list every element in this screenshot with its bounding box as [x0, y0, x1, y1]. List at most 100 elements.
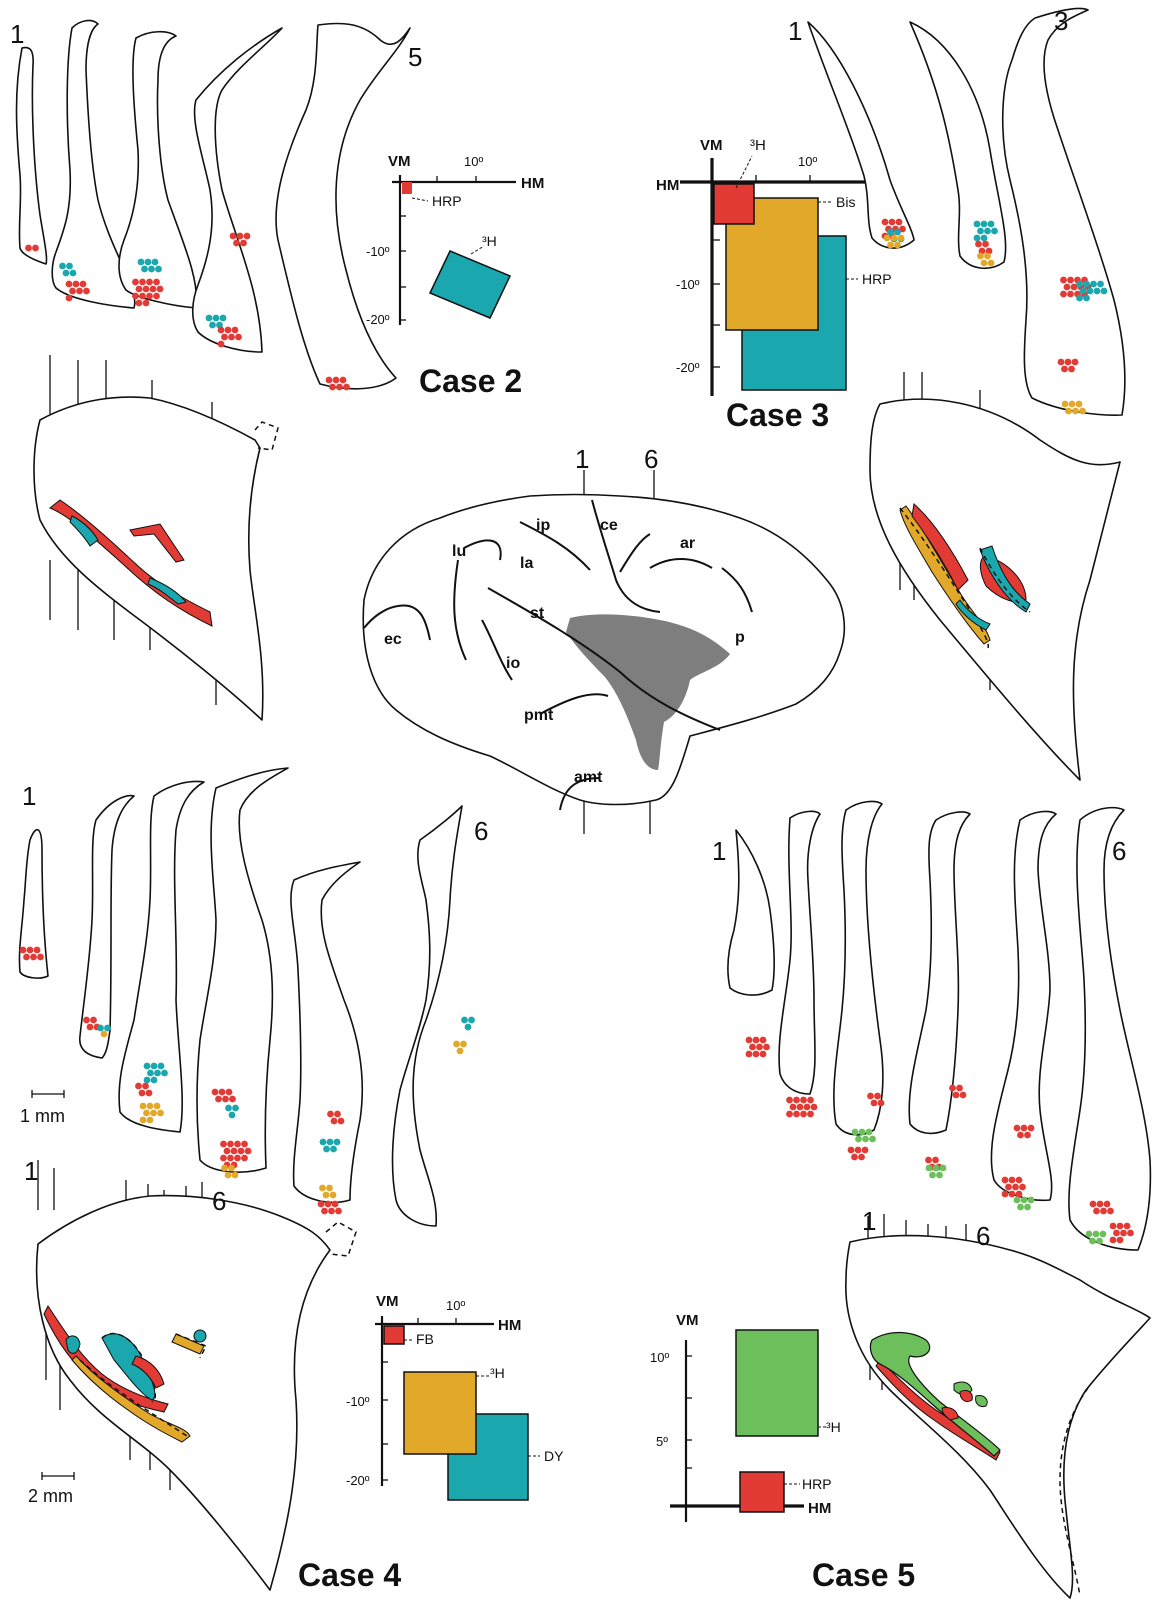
labeled-cell — [981, 235, 988, 242]
labeled-cell — [144, 1077, 151, 1084]
labeled-cell — [234, 1155, 241, 1162]
labeled-cell — [1086, 1231, 1093, 1238]
labeled-cell — [241, 1141, 248, 1148]
labeled-cell — [1100, 1231, 1107, 1238]
labeled-cell — [25, 245, 32, 252]
labeled-cell — [926, 1165, 933, 1172]
labeled-cell — [227, 1155, 234, 1162]
case5-flat-first: 1 — [862, 1206, 876, 1236]
labeled-cell — [1060, 291, 1067, 298]
labeled-cell — [334, 1111, 341, 1118]
labeled-cell — [136, 300, 143, 307]
labeled-cell — [1017, 1204, 1024, 1211]
labeled-cell — [1028, 1197, 1035, 1204]
labeled-cell — [220, 315, 227, 322]
labeled-cell — [229, 1096, 236, 1103]
labeled-cell — [887, 242, 894, 249]
labeled-cell — [859, 1129, 866, 1136]
case3-vm-label: VM — [700, 137, 723, 154]
labeled-cell — [896, 219, 903, 226]
case2-tick-m10: -10º — [366, 244, 390, 259]
case2-vm-label: VM — [388, 153, 411, 170]
labeled-cell — [1104, 1201, 1111, 1208]
labeled-cell — [1107, 1208, 1114, 1215]
labeled-cell — [753, 1037, 760, 1044]
case4-scale-2mm-label: 2 mm — [28, 1486, 73, 1506]
labeled-cell — [882, 219, 889, 226]
labeled-cell — [1101, 288, 1108, 295]
labeled-cell — [800, 1111, 807, 1118]
labeled-cell — [87, 1024, 94, 1031]
labeled-cell — [1016, 1191, 1023, 1198]
case3-hrp-label: HRP — [862, 271, 892, 287]
case3-title: Case 3 — [726, 397, 829, 433]
labeled-cell — [1065, 359, 1072, 366]
case5-flat-map — [846, 1214, 1150, 1598]
labeled-cell — [145, 259, 152, 266]
labeled-cell — [1005, 1184, 1012, 1191]
labeled-cell — [157, 286, 164, 293]
labeled-cell — [229, 1112, 236, 1119]
labeled-cell — [953, 1092, 960, 1099]
labeled-cell — [1014, 1197, 1021, 1204]
labeled-cell — [1009, 1191, 1016, 1198]
case3-3h-label: ³H — [750, 137, 766, 154]
case5-section-first: 1 — [712, 836, 726, 866]
labeled-cell — [1061, 366, 1068, 373]
labeled-cell — [1090, 281, 1097, 288]
labeled-cell — [146, 279, 153, 286]
labeled-cell — [1097, 1201, 1104, 1208]
labeled-cell — [330, 1192, 337, 1199]
labeled-cell — [226, 1089, 233, 1096]
labeled-cell — [59, 263, 66, 270]
labeled-cell — [862, 1147, 869, 1154]
labeled-cell — [66, 295, 73, 302]
labeled-cell — [330, 1146, 337, 1153]
labeled-cell — [153, 279, 160, 286]
labeled-cell — [212, 1089, 219, 1096]
labeled-cell — [245, 1148, 252, 1155]
labeled-cell — [228, 1165, 235, 1172]
labeled-cell — [219, 1089, 226, 1096]
labeled-cell — [206, 315, 213, 322]
labeled-cell — [213, 315, 220, 322]
sulcus-label-io: io — [506, 655, 520, 672]
case4-visual-field — [375, 1316, 540, 1500]
labeled-cell — [220, 1155, 227, 1162]
labeled-cell — [887, 229, 894, 236]
case3-flat-map — [870, 372, 1120, 780]
labeled-cell — [34, 947, 41, 954]
labeled-cell — [101, 1031, 108, 1038]
labeled-cell — [153, 293, 160, 300]
labeled-cell — [147, 1070, 154, 1077]
labeled-cell — [231, 1148, 238, 1155]
labeled-cell — [1024, 1132, 1031, 1139]
labeled-cell — [240, 240, 247, 247]
case2-hrp-label: HRP — [432, 193, 462, 209]
labeled-cell — [241, 1155, 248, 1162]
labeled-cell — [23, 954, 30, 961]
labeled-cell — [90, 1017, 97, 1024]
labeled-cell — [215, 1096, 222, 1103]
case5-tick-5: 5º — [656, 1434, 668, 1449]
labeled-cell — [1065, 408, 1072, 415]
case5-flat-last: 6 — [976, 1221, 990, 1251]
labeled-cell — [142, 1083, 149, 1090]
labeled-cell — [940, 1165, 947, 1172]
labeled-cell — [66, 263, 73, 270]
labeled-cell — [132, 279, 139, 286]
labeled-cell — [343, 384, 350, 391]
case2-title: Case 2 — [419, 363, 522, 399]
labeled-cell — [1093, 1208, 1100, 1215]
sulcus-label-lu: lu — [452, 543, 466, 560]
labeled-cell — [332, 1201, 339, 1208]
case4-3h-patch — [404, 1372, 476, 1454]
case2-3h-label: ³H — [482, 233, 497, 249]
labeled-cell — [148, 266, 155, 273]
labeled-cell — [1072, 359, 1079, 366]
labeled-cell — [221, 334, 228, 341]
labeled-cell — [155, 266, 162, 273]
labeled-cell — [147, 1117, 154, 1124]
case5-tick-10: 10º — [650, 1350, 669, 1365]
